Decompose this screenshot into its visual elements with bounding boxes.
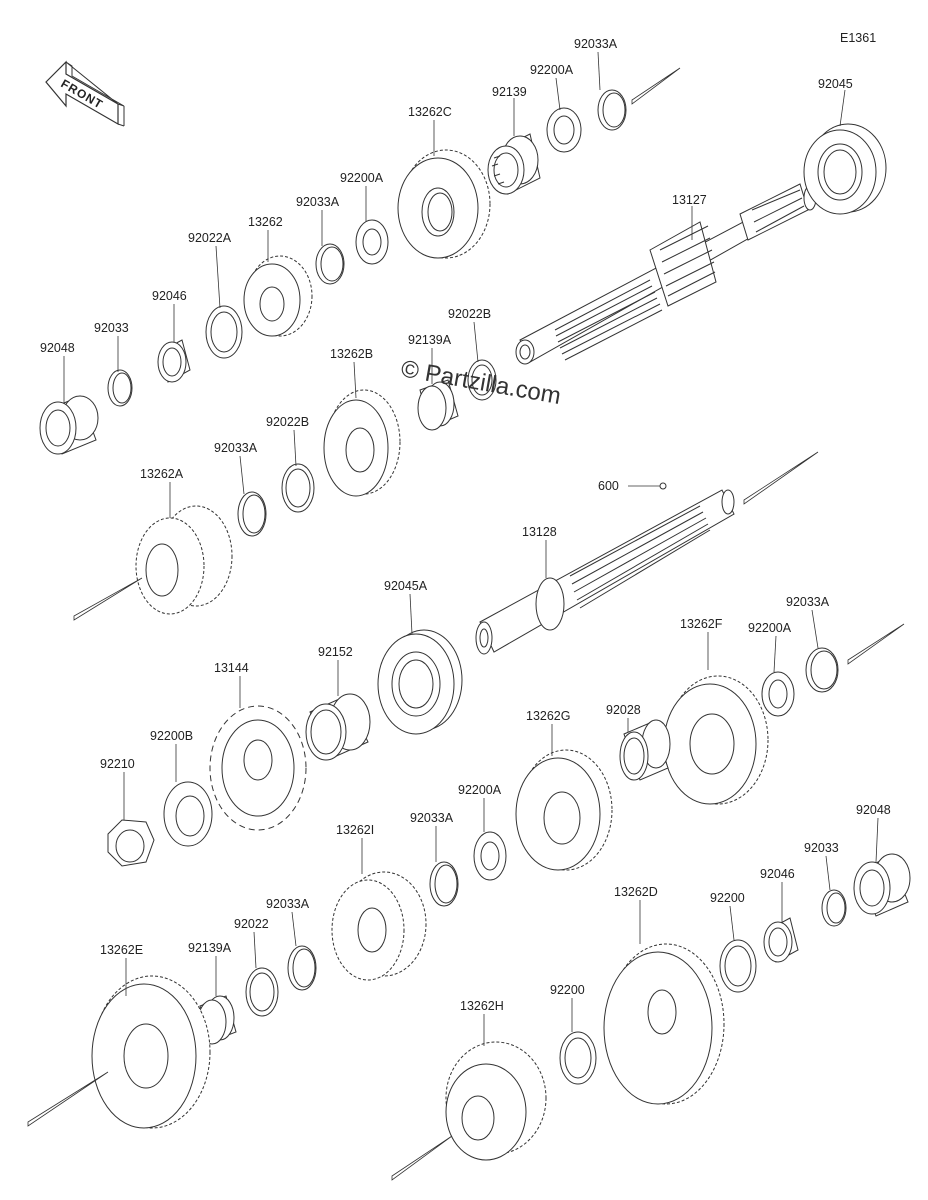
gear-13262C <box>397 149 491 259</box>
washer-92200A-top <box>546 107 582 153</box>
needle-bearing-92046-top <box>157 339 191 383</box>
washer-92022 <box>245 967 279 1017</box>
countershaft-13127 <box>515 183 817 365</box>
main-shaft-13128 <box>475 489 735 655</box>
circlip-92033A-low <box>429 861 459 907</box>
callout-label: 13262I <box>336 823 374 837</box>
callout-label: 13128 <box>522 525 557 539</box>
washer-92022B-right <box>467 359 497 401</box>
gear-13262G <box>515 749 613 871</box>
callout-label: 13262 <box>248 215 283 229</box>
callout-label: 92200A <box>458 783 502 797</box>
callout-label: 92033A <box>574 37 618 51</box>
callout-label: 92033 <box>94 321 129 335</box>
callout-label: 13262E <box>100 943 143 957</box>
callout-label: 13262C <box>408 105 452 119</box>
callout-label: 92022A <box>188 231 232 245</box>
callout-label: 13262F <box>680 617 723 631</box>
circlip-92033-top <box>107 369 133 407</box>
washer-92200A-right <box>761 671 795 717</box>
callout-label: 92033A <box>214 441 258 455</box>
washer-92200A-mid <box>355 219 389 265</box>
callout-label: 92028 <box>606 703 641 717</box>
callout-label: 13144 <box>214 661 249 675</box>
needle-bearing-92139 <box>487 133 541 195</box>
callout-label: 92046 <box>152 289 187 303</box>
callout-label: 13127 <box>672 193 707 207</box>
callout-label: 13262H <box>460 999 504 1013</box>
callout-label: 92022B <box>448 307 491 321</box>
callout-label: 13262B <box>330 347 373 361</box>
front-arrow-icon: FRONT <box>45 60 125 127</box>
callout-label: 92048 <box>40 341 75 355</box>
callout-label: 92033A <box>296 195 340 209</box>
gear-13262F <box>663 675 769 805</box>
callout-label: 92200 <box>710 891 745 905</box>
gear-13262H <box>445 1041 547 1161</box>
nut-92210 <box>107 819 155 867</box>
callout-label: 13262D <box>614 885 658 899</box>
washer-92200B <box>163 781 213 847</box>
callout-label: 92200A <box>748 621 792 635</box>
sprocket-13144 <box>209 705 307 831</box>
callout-label: 92200A <box>530 63 574 77</box>
callout-label: 92033 <box>804 841 839 855</box>
washer-92200-bottom <box>559 1031 597 1085</box>
gear-13262I <box>331 871 427 981</box>
washer-92200-right <box>719 939 757 993</box>
collar-92048-top <box>39 395 99 455</box>
circlip-92033A-bottom <box>287 945 317 991</box>
callout-label: 92046 <box>760 867 795 881</box>
callout-label: 92200 <box>550 983 585 997</box>
callout-label: 92022 <box>234 917 269 931</box>
washer-92200A-low <box>473 831 507 881</box>
circlip-92033A-right <box>805 647 839 693</box>
callout-label: 92139A <box>408 333 452 347</box>
callout-label: 92200A <box>340 171 384 185</box>
gear-13262B <box>323 389 401 497</box>
callout-labels: 92033A 92045 92200A 92139 13262C 13127 9… <box>40 37 891 1013</box>
gear-13262 <box>243 255 313 337</box>
bushing-92139A-top <box>417 379 459 431</box>
callout-label: 92022B <box>266 415 309 429</box>
bearing-92045 <box>803 123 887 215</box>
callout-label: 92033A <box>786 595 830 609</box>
washer-92022A <box>205 305 243 359</box>
callout-label: 600 <box>598 479 619 493</box>
callout-label: 92033A <box>266 897 310 911</box>
circlip-92033A-left <box>237 491 267 537</box>
callout-label: 92152 <box>318 645 353 659</box>
callout-label: 13262A <box>140 467 184 481</box>
needle-bearing-92028 <box>619 719 671 781</box>
collar-92152 <box>305 693 371 761</box>
leader-lines <box>63 51 879 1046</box>
diagram-code: E1361 <box>840 31 876 45</box>
gear-13262D <box>603 943 725 1105</box>
bearing-92045A <box>377 629 463 735</box>
callout-label: 92210 <box>100 757 135 771</box>
needle-bearing-92046-bottom <box>763 917 799 963</box>
callout-label: 92048 <box>856 803 891 817</box>
washer-92022B-left <box>281 463 315 513</box>
gear-13262A <box>135 505 233 615</box>
collar-92048-bottom <box>853 853 911 917</box>
callout-label: 92045 <box>818 77 853 91</box>
callout-label: 13262G <box>526 709 570 723</box>
callout-label: 92200B <box>150 729 193 743</box>
gear-13262E <box>91 975 211 1129</box>
callout-label: 92045A <box>384 579 428 593</box>
callout-label: 92139A <box>188 941 232 955</box>
circlip-92033A-mid <box>315 243 345 285</box>
circlip-92033A-top <box>597 89 627 131</box>
callout-label: 92033A <box>410 811 454 825</box>
circlip-92033-bottom <box>821 889 847 927</box>
callout-label: 92139 <box>492 85 527 99</box>
